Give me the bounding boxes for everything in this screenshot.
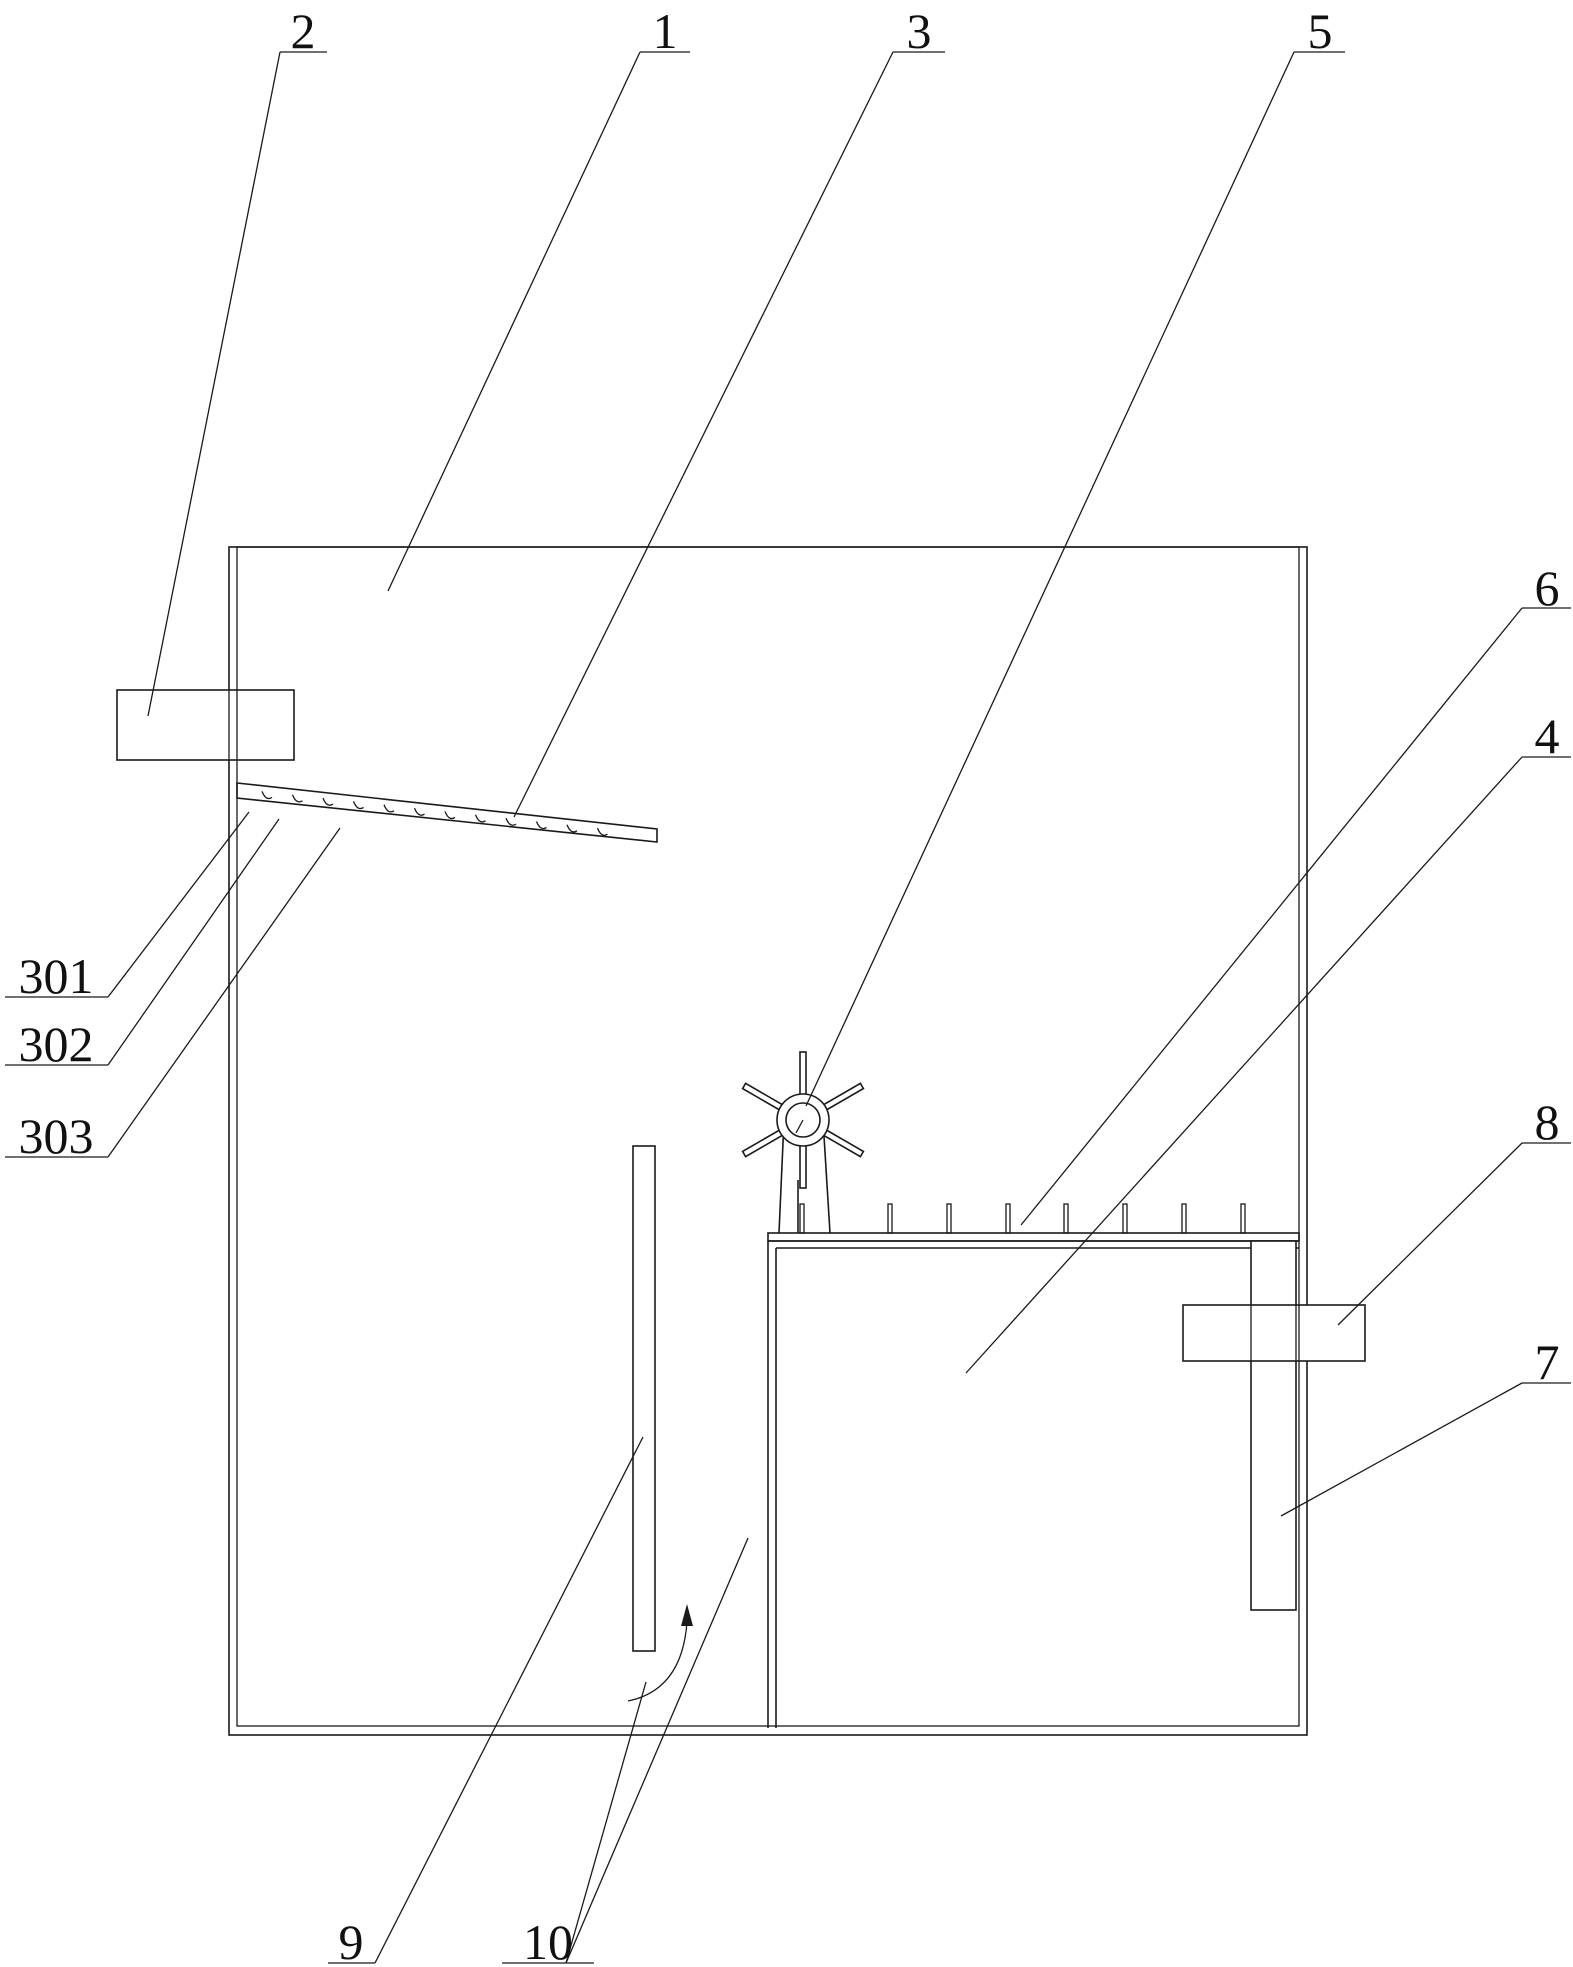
nozzle-row bbox=[261, 791, 608, 836]
impeller-blade bbox=[799, 1143, 807, 1189]
impeller-blade bbox=[799, 1051, 807, 1097]
leader-lines bbox=[5, 51, 1571, 1964]
label-6: 6 bbox=[1535, 560, 1560, 616]
rail-pin bbox=[1122, 1203, 1128, 1234]
impeller-assembly bbox=[741, 1051, 865, 1234]
label-4: 4 bbox=[1535, 708, 1560, 764]
rail-pin bbox=[1240, 1203, 1246, 1234]
label-303: 303 bbox=[19, 1108, 94, 1164]
label-7: 7 bbox=[1535, 1334, 1560, 1390]
inclined-spray-plate bbox=[236, 782, 658, 843]
impeller-blade bbox=[741, 1082, 785, 1112]
nozzle bbox=[291, 794, 303, 803]
rail-pin bbox=[799, 1203, 805, 1234]
rail-pin bbox=[1005, 1203, 1011, 1234]
label-9: 9 bbox=[339, 1914, 364, 1967]
rail-pin bbox=[946, 1203, 952, 1234]
flow-arrow bbox=[627, 1604, 693, 1702]
rail-pin bbox=[1063, 1203, 1069, 1234]
impeller-blade bbox=[741, 1128, 785, 1158]
label-3: 3 bbox=[907, 3, 932, 59]
nozzle bbox=[535, 821, 547, 830]
sensor-box bbox=[1182, 1304, 1366, 1362]
reference-numerals: 2 1 3 5 6 4 8 7 301 302 303 9 10 bbox=[19, 3, 1560, 1967]
nozzle bbox=[261, 791, 273, 800]
impeller-blade bbox=[821, 1082, 865, 1112]
nozzle bbox=[596, 827, 608, 836]
label-2: 2 bbox=[291, 3, 316, 59]
label-8: 8 bbox=[1535, 1094, 1560, 1150]
baffle-plate bbox=[632, 1145, 656, 1652]
label-1: 1 bbox=[653, 3, 678, 59]
nozzle bbox=[444, 811, 456, 820]
nozzle bbox=[322, 797, 334, 806]
nozzle bbox=[505, 817, 517, 826]
nozzle bbox=[352, 801, 364, 810]
nozzle bbox=[383, 804, 395, 813]
inlet-box bbox=[116, 689, 295, 761]
label-5: 5 bbox=[1308, 3, 1333, 59]
label-301: 301 bbox=[19, 948, 94, 1004]
rail-pin bbox=[887, 1203, 893, 1234]
nozzle bbox=[474, 814, 486, 823]
nozzle bbox=[566, 824, 578, 833]
impeller-blade bbox=[821, 1128, 865, 1158]
right-riser-pipe bbox=[1250, 1240, 1297, 1611]
nozzle bbox=[413, 807, 425, 816]
rail-pin bbox=[1181, 1203, 1187, 1234]
label-302: 302 bbox=[19, 1016, 94, 1072]
label-10: 10 bbox=[523, 1914, 573, 1967]
top-rail bbox=[767, 1203, 1300, 1242]
